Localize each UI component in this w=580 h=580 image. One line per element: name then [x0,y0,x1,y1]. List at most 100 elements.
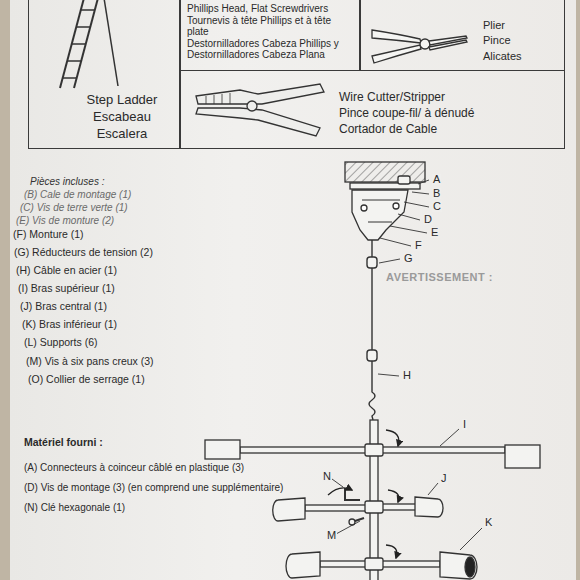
tool-name: Destornilladores Cabeza Phillips y Desto… [187,38,355,61]
leader-lines-part [336,521,360,534]
list-heading: Pièces incluses : [30,176,104,188]
part-item: (O) Collier de serrage (1) [28,373,145,385]
canopy-assembly [345,162,425,240]
fixture-arms-part [365,558,383,570]
plier-drawing-part [372,30,421,43]
part-item: (B) Cale de montage (1) [24,189,131,201]
leader-lines-part [398,214,420,220]
part-item: (M) Vis à six pans creux (3) [26,355,154,367]
tool-name: Wire Cutter/Stripper [339,89,558,105]
leader-lines-part [380,238,411,246]
callout-letter: A [432,174,441,185]
plier-drawing-part [372,45,421,63]
canopy-assembly-part [398,176,410,184]
canopy-assembly-part [393,203,399,209]
turn-arrows-part [386,545,397,558]
callout-letter: H [402,370,412,381]
canopy-assembly-part [362,200,400,201]
ladder-drawing-part [67,60,81,62]
fixture-arms-part [415,497,443,517]
callout-letter: N [322,471,332,482]
fixture-arms-part [440,552,477,579]
canopy-assembly-part [345,162,425,182]
fixture-arms-part [305,505,370,511]
callout-letter: F [414,240,423,251]
fixture-arms-part [378,504,420,510]
tool-name: Escabeau [69,109,175,126]
part-item: (L) Supports (6) [24,336,98,348]
hardware-item: (D) Vis de montage (3) (en comprend une … [24,482,283,494]
leader-lines-part [440,429,459,446]
callout-letter: D [423,214,433,225]
callout-letter: J [440,473,448,484]
tool-name: Pince [483,33,560,48]
leader-lines-part [332,479,343,487]
turn-arrows-part [386,430,399,446]
plier-drawing-part [429,40,467,50]
callout-letter: I [462,419,467,430]
steel-cable-part [367,350,377,361]
tool-cell: Step LadderEscabeauEscalera [28,0,180,149]
canopy-assembly-part [361,205,367,211]
callout-letter: K [484,517,493,528]
tool-name: Step Ladder [69,92,175,109]
part-item: (C) Vis de terre verte (1) [20,202,128,214]
leader-lines-part [412,192,429,194]
part-item: (I) Bras supérieur (1) [18,282,115,294]
fixture-arms-part [378,561,440,567]
show-through-text: AVERTISSEMENT : [386,271,493,284]
ladder-drawing-part [63,77,77,79]
callout-letter: M [326,530,337,541]
tool-name: Alicates [483,49,560,64]
tool-cell: Phillips Head, Flat ScrewdriversTournevi… [180,0,360,71]
turn-arrows-part [388,490,399,502]
fixture-arms-part [273,498,305,521]
part-item: (H) Câble en acier (1) [16,264,117,276]
tool-name: Phillips Head, Flat Screwdrivers [187,3,355,15]
ladder-drawing-part [72,43,86,45]
callout-letter: B [432,188,441,199]
canopy-assembly-part [368,222,392,223]
leader-lines-part [428,483,438,495]
part-item: (J) Bras central (1) [20,300,107,312]
fixture-arms-part [365,501,383,513]
wire-stripper-drawing-part [196,84,324,104]
list-heading: Matériel fourni : [24,436,103,448]
wire-stripper-drawing [196,84,324,136]
tool-name: Escalera [69,126,175,143]
hardware-item: (N) Clé hexagonale (1) [24,502,125,514]
part-item: (E) Vis de monture (2) [16,215,114,227]
ladder-drawing [60,0,118,88]
fixture-arms-part [365,444,383,456]
tool-name: Tournevis à tête Phillips et à tête plat… [187,15,355,38]
ladder-drawing-part [104,0,118,86]
callout-letter: G [403,253,414,264]
wire-stripper-drawing-part [247,101,257,111]
leader-lines-part [404,202,429,207]
ladder-drawing-part [76,26,90,28]
turn-arrows-part [328,488,352,495]
fixture-arms-part [349,519,355,525]
leader-lines-part [390,226,427,233]
callout-letter: E [430,227,439,238]
leader-lines [332,180,482,550]
wire-stripper-drawing-part [206,93,230,104]
tool-name: Plier [483,18,560,33]
fixture-arms-part [505,445,540,468]
fixture-arms-part [286,552,320,578]
canopy-assembly-part [352,190,408,240]
turn-arrows [328,430,399,558]
tool-name: Pince coupe-fil/ à dénudé [339,105,558,121]
leader-lines-part [379,259,400,263]
wire-stripper-drawing-part [196,108,320,136]
tool-cell: PlierPinceAlicates [360,0,565,71]
steel-cable [367,240,377,420]
fixture-arms-part [205,440,240,459]
fixture-arms-part [345,488,360,500]
fixture-arms [205,420,540,580]
part-item: (G) Réducteurs de tension (2) [14,246,153,258]
fixture-arms-part [465,557,475,577]
leader-lines-part [418,180,429,184]
callout-letter: C [432,201,442,212]
